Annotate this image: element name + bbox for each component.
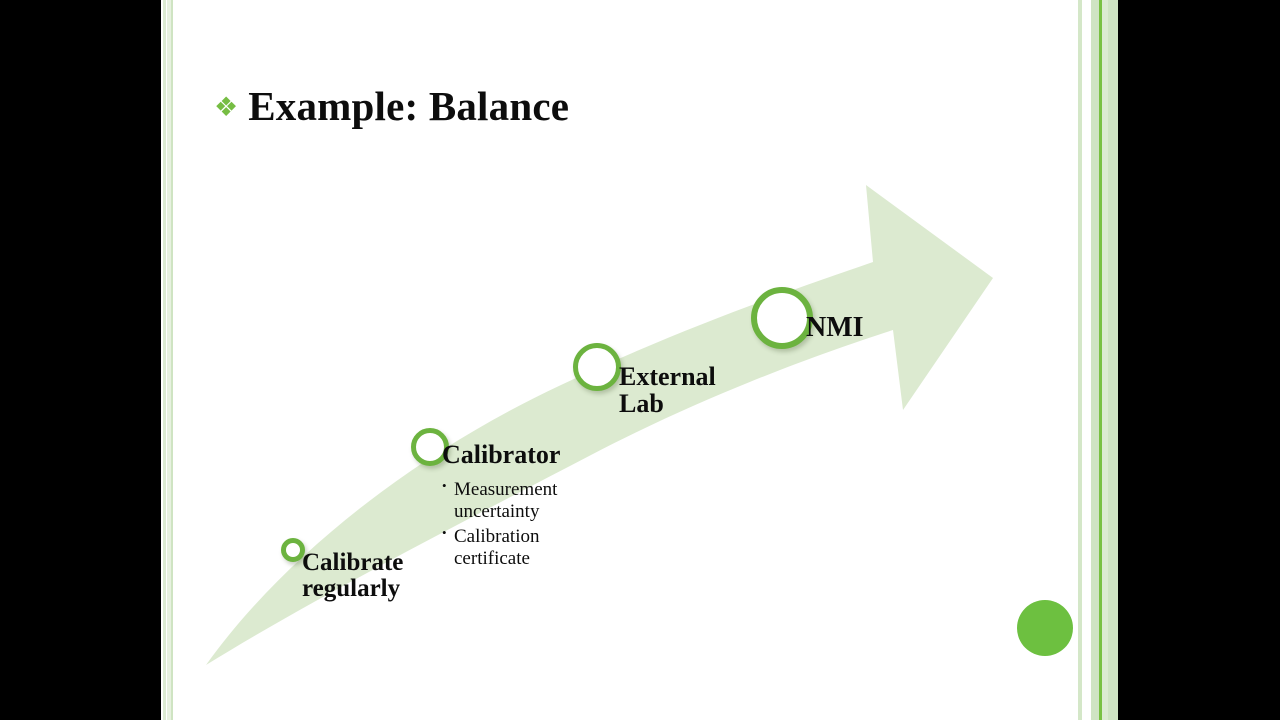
milestone-node-calibrate-regularly[interactable] [281, 538, 305, 562]
milestone-node-calibrator[interactable] [411, 428, 449, 466]
right-border-stripe-2 [1091, 0, 1101, 720]
presentation-slide: ❖ Example: Balance NMI External Lab Cali… [161, 0, 1118, 720]
left-border-stripe-1 [163, 0, 166, 720]
page-title: ❖ Example: Balance [214, 82, 569, 130]
milestone-label-nmi: NMI [806, 312, 864, 343]
right-border-stripe-5 [1108, 0, 1118, 720]
left-border-stripe-3 [171, 0, 173, 720]
milestone-label-calibrator: Calibrator [442, 440, 561, 469]
milestone-node-external-lab[interactable] [573, 343, 621, 391]
milestone-node-nmi[interactable] [751, 287, 813, 349]
right-border-stripe-4 [1102, 0, 1108, 720]
list-item: Calibration certificate [442, 525, 592, 570]
list-item: Measurement uncertainty [442, 478, 592, 523]
left-border-stripe-2 [167, 0, 171, 720]
diamond-cluster-bullet-icon: ❖ [214, 92, 239, 122]
calibrator-sub-bullet-list: Measurement uncertainty Calibration cert… [442, 478, 592, 573]
right-border-stripe-1 [1078, 0, 1082, 720]
milestone-label-calibrate-regularly: Calibrate regularly [302, 549, 404, 603]
page-title-text: Example: Balance [248, 83, 570, 129]
accent-dot [1017, 600, 1073, 656]
milestone-label-external-lab: External Lab [619, 362, 716, 419]
right-border-stripe-3 [1099, 0, 1102, 720]
